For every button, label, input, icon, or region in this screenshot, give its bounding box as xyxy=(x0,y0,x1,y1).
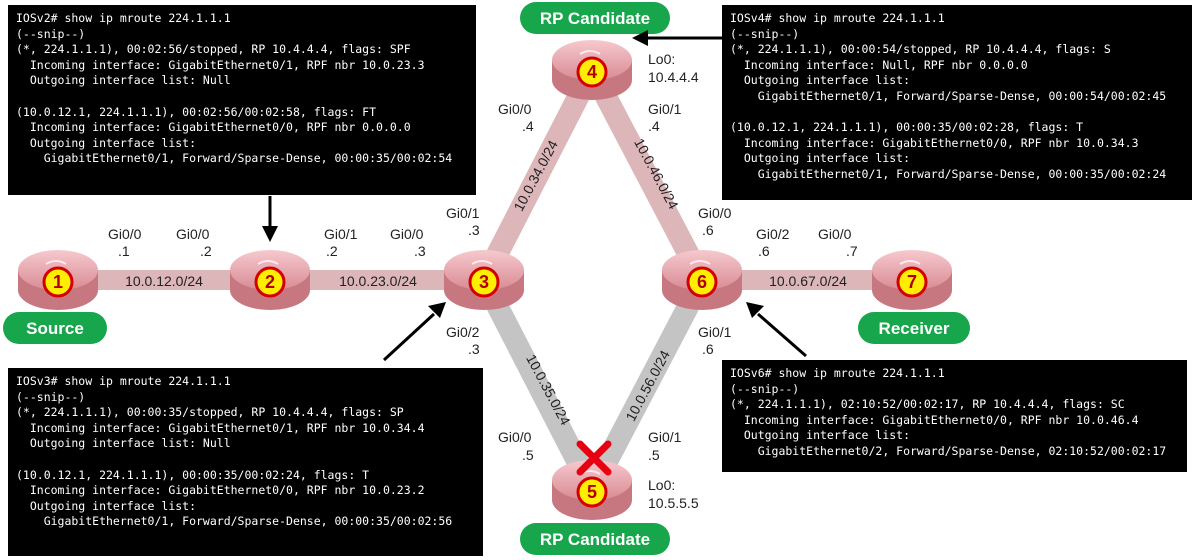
router-1[interactable]: 1 xyxy=(17,249,99,311)
svg-text:Gi0/0: Gi0/0 xyxy=(108,226,142,242)
link-network-label: 10.0.67.0/24 xyxy=(769,273,847,289)
receiver-tag: Receiver xyxy=(858,312,970,344)
svg-text:.4: .4 xyxy=(648,118,660,134)
svg-text:Gi0/2: Gi0/2 xyxy=(446,324,480,340)
link-network-label: 10.0.56.0/24 xyxy=(622,347,673,423)
svg-text:.6: .6 xyxy=(758,243,770,259)
svg-text:.5: .5 xyxy=(522,447,534,463)
link-network-label: 10.0.23.0/24 xyxy=(339,273,417,289)
interface-r5-gi0-1: Gi0/1 .5 xyxy=(648,429,682,463)
callout-arrow-r2-icon xyxy=(262,196,278,242)
interface-r4-gi0-0: Gi0/0 .4 xyxy=(498,101,534,134)
link-r4-r6: 10.0.46.0/24 xyxy=(581,59,713,291)
svg-text:.3: .3 xyxy=(468,222,480,238)
interface-r2-gi0-0: Gi0/0 .2 xyxy=(176,226,212,259)
svg-text:.7: .7 xyxy=(846,243,858,259)
link-r5-r6: 10.0.56.0/24 xyxy=(581,269,713,501)
svg-text:Gi0/1: Gi0/1 xyxy=(446,205,480,221)
svg-text:10.5.5.5: 10.5.5.5 xyxy=(648,495,699,511)
router-7[interactable]: 7 xyxy=(871,249,953,311)
svg-text:Gi0/0: Gi0/0 xyxy=(498,101,532,117)
interface-r6-gi0-1: Gi0/1 .6 xyxy=(698,324,732,357)
rp-candidate-tag-top: RP Candidate xyxy=(520,2,670,34)
svg-text:Gi0/0: Gi0/0 xyxy=(176,226,210,242)
svg-text:.6: .6 xyxy=(702,341,714,357)
cli-output-iosv4: IOSv4# show ip mroute 224.1.1.1 (--snip-… xyxy=(722,5,1192,200)
interface-r3-gi0-2: Gi0/2 .3 xyxy=(446,324,480,357)
callout-arrow-r6-icon xyxy=(746,302,807,358)
svg-text:.2: .2 xyxy=(200,243,212,259)
svg-text:Gi0/0: Gi0/0 xyxy=(390,226,424,242)
callout-arrow-r4-icon xyxy=(632,30,722,46)
svg-text:.4: .4 xyxy=(522,118,534,134)
interface-r6-gi0-2: Gi0/2 .6 xyxy=(756,226,790,259)
svg-text:RP Candidate: RP Candidate xyxy=(540,9,650,28)
svg-text:Gi0/1: Gi0/1 xyxy=(324,226,358,242)
callout-arrow-r3-icon xyxy=(382,302,446,362)
cli-output-iosv2: IOSv2# show ip mroute 224.1.1.1 (--snip-… xyxy=(8,5,476,195)
router-number: 4 xyxy=(587,62,597,82)
interface-r4-gi0-1: Gi0/1 .4 xyxy=(648,101,682,134)
svg-text:Gi0/1: Gi0/1 xyxy=(648,101,682,117)
svg-text:.6: .6 xyxy=(702,222,714,238)
cli-output-iosv3: IOSv3# show ip mroute 224.1.1.1 (--snip-… xyxy=(8,368,483,556)
router-5[interactable]: 5 xyxy=(551,459,633,521)
interface-r3-gi0-0: Gi0/0 .3 xyxy=(390,226,426,259)
rp-candidate-tag-bottom: RP Candidate xyxy=(520,523,670,555)
interface-r3-gi0-1: Gi0/1 .3 xyxy=(446,205,480,238)
link-r3-r5: 10.0.35.0/24 xyxy=(473,269,603,501)
svg-text:RP Candidate: RP Candidate xyxy=(540,530,650,549)
link-network-label: 10.0.12.0/24 xyxy=(125,273,203,289)
interface-r2-gi0-1: Gi0/1 .2 xyxy=(324,226,358,259)
interface-r7-gi0-0: Gi0/0 .7 xyxy=(818,226,858,259)
svg-text:Gi0/2: Gi0/2 xyxy=(756,226,790,242)
router-number: 5 xyxy=(587,482,597,502)
router-number: 1 xyxy=(53,272,63,292)
svg-text:.2: .2 xyxy=(326,243,338,259)
svg-text:.5: .5 xyxy=(648,447,660,463)
link-failure-x-icon xyxy=(576,440,612,476)
cli-output-iosv6: IOSv6# show ip mroute 224.1.1.1 (--snip-… xyxy=(722,360,1187,472)
svg-text:Lo0:: Lo0: xyxy=(648,51,675,67)
svg-text:Receiver: Receiver xyxy=(879,319,950,338)
router-4[interactable]: 4 xyxy=(551,39,633,101)
interface-r6-gi0-0: Gi0/0 .6 xyxy=(698,205,732,238)
source-tag: Source xyxy=(3,312,107,344)
router-6[interactable]: 6 xyxy=(661,249,743,311)
router-3[interactable]: 3 xyxy=(443,249,525,311)
svg-text:10.4.4.4: 10.4.4.4 xyxy=(648,69,699,85)
svg-text:Gi0/0: Gi0/0 xyxy=(818,226,852,242)
interface-r5-gi0-0: Gi0/0 .5 xyxy=(498,429,534,463)
loopback-r5: Lo0: 10.5.5.5 xyxy=(648,477,699,511)
svg-text:Source: Source xyxy=(26,319,84,338)
svg-text:Gi0/0: Gi0/0 xyxy=(498,429,532,445)
router-2[interactable]: 2 xyxy=(229,249,311,311)
router-number: 7 xyxy=(907,272,917,292)
svg-text:.3: .3 xyxy=(468,341,480,357)
router-number: 2 xyxy=(265,272,275,292)
interface-r1-gi0-0: Gi0/0 .1 xyxy=(108,226,142,259)
svg-text:.3: .3 xyxy=(414,243,426,259)
router-number: 3 xyxy=(479,272,489,292)
svg-text:Gi0/1: Gi0/1 xyxy=(698,324,732,340)
svg-text:.1: .1 xyxy=(118,243,130,259)
svg-text:Gi0/1: Gi0/1 xyxy=(648,429,682,445)
svg-text:Lo0:: Lo0: xyxy=(648,477,675,493)
router-number: 6 xyxy=(697,272,707,292)
svg-text:Gi0/0: Gi0/0 xyxy=(698,205,732,221)
loopback-r4: Lo0: 10.4.4.4 xyxy=(648,51,699,85)
